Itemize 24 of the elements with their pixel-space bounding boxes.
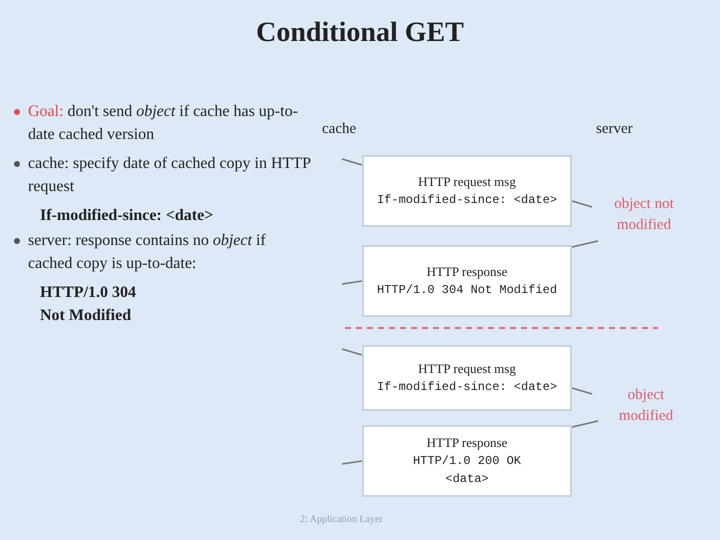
message-text: HTTP/1.0 304 Not Modified bbox=[376, 282, 558, 299]
message-box bbox=[362, 425, 572, 497]
header-example: If-modified-since: <date> bbox=[39, 206, 214, 226]
message-text: HTTP response bbox=[426, 263, 508, 281]
message-text: HTTP request msg bbox=[418, 173, 516, 191]
status-example: HTTP/1.0 304 Not Modified bbox=[39, 283, 138, 326]
message-text: HTTP/1.0 200 OK bbox=[412, 453, 522, 470]
message-text: If-modified-since: <date> bbox=[376, 192, 558, 209]
message-text: <data> bbox=[445, 471, 489, 488]
bullet-text: cache: specify date of cached copy in HTTP request bbox=[28, 154, 312, 197]
message-text: If-modified-since: <date> bbox=[376, 379, 558, 396]
message-box bbox=[362, 155, 572, 227]
footer-text: 2: Application Layer bbox=[300, 513, 383, 527]
message-box bbox=[362, 245, 572, 317]
message-text: HTTP response bbox=[426, 434, 508, 452]
cache-label: cache bbox=[322, 120, 356, 139]
status-note: object modified bbox=[618, 386, 674, 426]
server-label: server bbox=[596, 120, 633, 139]
bullet-text: server: response contains no object if cached copy is up-to-date: bbox=[28, 231, 267, 274]
slide-title: Conditional GET bbox=[255, 16, 465, 50]
bullet-text: Goal: don't send object if cache has up-to-date cached version bbox=[28, 102, 299, 145]
message-text: HTTP request msg bbox=[418, 360, 516, 378]
status-note: object not modified bbox=[613, 195, 675, 235]
message-box bbox=[362, 345, 572, 411]
